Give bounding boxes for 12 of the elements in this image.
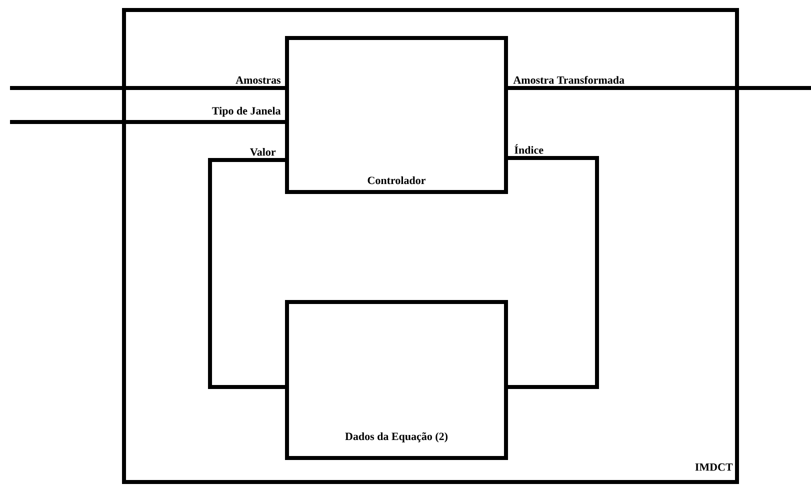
connector-line: [208, 158, 285, 389]
edge-label: Tipo de Janela: [212, 106, 281, 117]
edge-label: Valor: [250, 148, 276, 156]
edge-label: Amostra Transformada: [513, 76, 624, 84]
connector-line: [508, 156, 599, 389]
edge-label: Amostras: [236, 76, 281, 84]
connector-line: [10, 120, 285, 124]
process-box: Controlador: [285, 36, 508, 194]
connector-line: [508, 86, 811, 90]
process-box: Dados da Equação (2): [285, 300, 508, 460]
connector-line: [10, 86, 285, 90]
edge-label: Índice: [514, 144, 544, 154]
